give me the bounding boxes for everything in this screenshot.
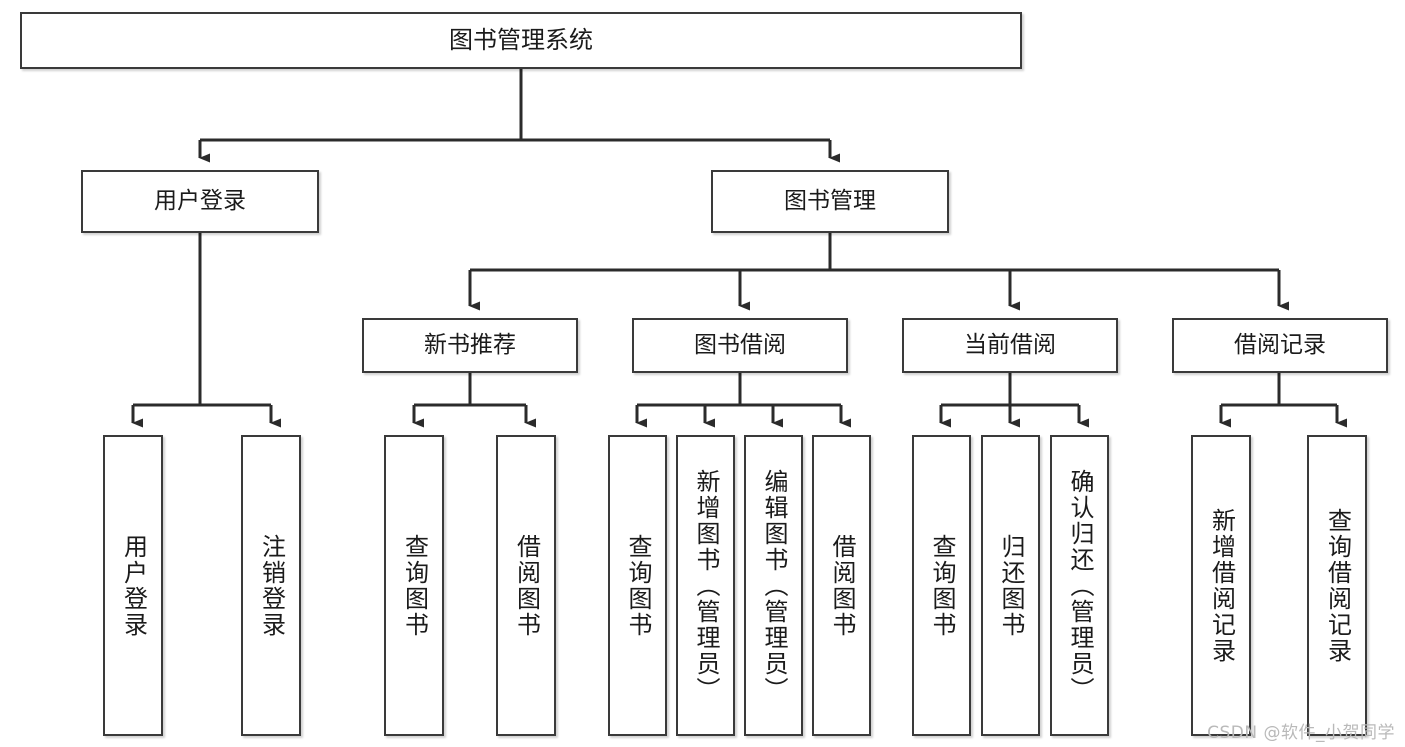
node-leaf-label: 查询图书 xyxy=(927,533,956,638)
node-leaf-label: 编辑图书（管理员） xyxy=(759,468,788,703)
node-new-book-recommend[interactable]: 新书推荐 xyxy=(362,318,578,373)
node-user-login-label: 用户登录 xyxy=(154,188,246,215)
node-leaf-new-book-query[interactable]: 查询图书 xyxy=(384,435,444,736)
node-book-borrow[interactable]: 图书借阅 xyxy=(632,318,848,373)
node-leaf-new-book-borrow[interactable]: 借阅图书 xyxy=(496,435,556,736)
node-leaf-borrow-record-query[interactable]: 查询借阅记录 xyxy=(1307,435,1367,736)
node-current-borrow-label: 当前借阅 xyxy=(964,332,1056,359)
node-leaf-label: 借阅图书 xyxy=(827,533,856,638)
node-current-borrow[interactable]: 当前借阅 xyxy=(902,318,1118,373)
node-book-management[interactable]: 图书管理 xyxy=(711,170,949,233)
node-leaf-label: 新增借阅记录 xyxy=(1207,507,1236,664)
node-leaf-label: 查询借阅记录 xyxy=(1323,507,1352,664)
node-borrow-record-label: 借阅记录 xyxy=(1234,332,1326,359)
node-leaf-current-borrow-query[interactable]: 查询图书 xyxy=(912,435,971,736)
node-leaf-current-borrow-confirm-return[interactable]: 确认归还（管理员） xyxy=(1050,435,1109,736)
node-book-borrow-label: 图书借阅 xyxy=(694,332,786,359)
node-leaf-label: 归还图书 xyxy=(996,533,1025,638)
node-new-book-recommend-label: 新书推荐 xyxy=(424,332,516,359)
node-borrow-record[interactable]: 借阅记录 xyxy=(1172,318,1388,373)
node-leaf-current-borrow-return[interactable]: 归还图书 xyxy=(981,435,1040,736)
node-leaf-label: 注销登录 xyxy=(257,533,286,638)
node-root-label: 图书管理系统 xyxy=(449,25,593,54)
node-leaf-label: 用户登录 xyxy=(119,533,148,638)
node-leaf-book-borrow-borrow[interactable]: 借阅图书 xyxy=(812,435,871,736)
node-leaf-book-borrow-query[interactable]: 查询图书 xyxy=(608,435,667,736)
node-leaf-label: 查询图书 xyxy=(623,533,652,638)
node-root-book-management-system[interactable]: 图书管理系统 xyxy=(20,12,1022,69)
node-leaf-label: 确认归还（管理员） xyxy=(1065,468,1094,703)
node-leaf-label: 借阅图书 xyxy=(512,533,541,638)
node-leaf-book-borrow-edit[interactable]: 编辑图书（管理员） xyxy=(744,435,803,736)
node-leaf-label: 查询图书 xyxy=(400,533,429,638)
node-user-login[interactable]: 用户登录 xyxy=(81,170,319,233)
node-leaf-borrow-record-add[interactable]: 新增借阅记录 xyxy=(1191,435,1251,736)
node-leaf-label: 新增图书（管理员） xyxy=(691,468,720,703)
node-book-management-label: 图书管理 xyxy=(784,188,876,215)
node-leaf-user-login-login[interactable]: 用户登录 xyxy=(103,435,163,736)
node-leaf-book-borrow-add[interactable]: 新增图书（管理员） xyxy=(676,435,735,736)
node-leaf-user-login-logout[interactable]: 注销登录 xyxy=(241,435,301,736)
